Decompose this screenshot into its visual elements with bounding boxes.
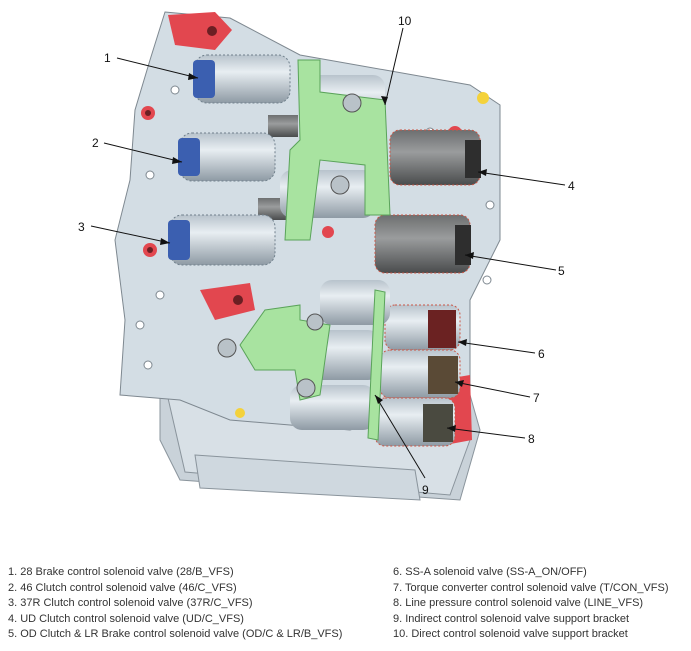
legend-item-7: 7. Torque converter control solenoid val… <box>393 581 669 594</box>
leader-lines <box>90 27 566 479</box>
callout-7: 7 <box>533 391 540 405</box>
support-bracket-10 <box>284 59 391 241</box>
callout-8: 8 <box>528 432 535 446</box>
callout-10: 10 <box>398 14 412 28</box>
legend-item-5: 5. OD Clutch & LR Brake control solenoid… <box>8 628 343 640</box>
solenoid-valve-1 <box>193 54 298 137</box>
solenoid-valve-6 <box>384 304 461 351</box>
leader-arrowheads <box>160 73 487 432</box>
legend-left-column: 1. 28 Brake control solenoid valve (28/B… <box>8 565 342 643</box>
callout-2: 2 <box>92 136 99 150</box>
solenoid-valve-8 <box>374 397 456 447</box>
legend-item-8: 8. Line pressure control solenoid valve … <box>393 597 644 609</box>
solenoid-valve-2 <box>178 132 288 220</box>
callout-9: 9 <box>422 483 429 497</box>
legend-item-3: 3. 37R Clutch control solenoid valve (37… <box>8 597 253 609</box>
valve-body-diagram: 1 2 3 4 5 6 7 8 9 10 <box>78 11 575 501</box>
legend-item-2: 2. 46 Clutch control solenoid valve (46/… <box>8 581 237 594</box>
callout-4: 4 <box>568 179 575 193</box>
legend-item-9: 9. Indirect control solenoid valve suppo… <box>393 612 630 625</box>
callout-5: 5 <box>558 264 565 278</box>
solenoid-valve-7 <box>379 349 461 399</box>
legend-item-4: 4. UD Clutch control solenoid valve (UD/… <box>8 612 244 625</box>
legend-item-6: 6. SS-A solenoid valve (SS-A_ON/OFF) <box>393 566 587 578</box>
callout-1: 1 <box>104 51 111 65</box>
legend-item-1: 1. 28 Brake control solenoid valve (28/B… <box>8 566 234 578</box>
legend-item-10: 10. Direct control solenoid valve suppor… <box>393 628 628 640</box>
support-bracket-9 <box>217 289 386 441</box>
solenoid-valve-3 <box>168 214 276 266</box>
callout-6: 6 <box>538 347 545 361</box>
callout-3: 3 <box>78 220 85 234</box>
legend-right-column: 6. SS-A solenoid valve (SS-A_ON/OFF) 7. … <box>393 565 669 643</box>
valve-spools <box>290 280 390 430</box>
